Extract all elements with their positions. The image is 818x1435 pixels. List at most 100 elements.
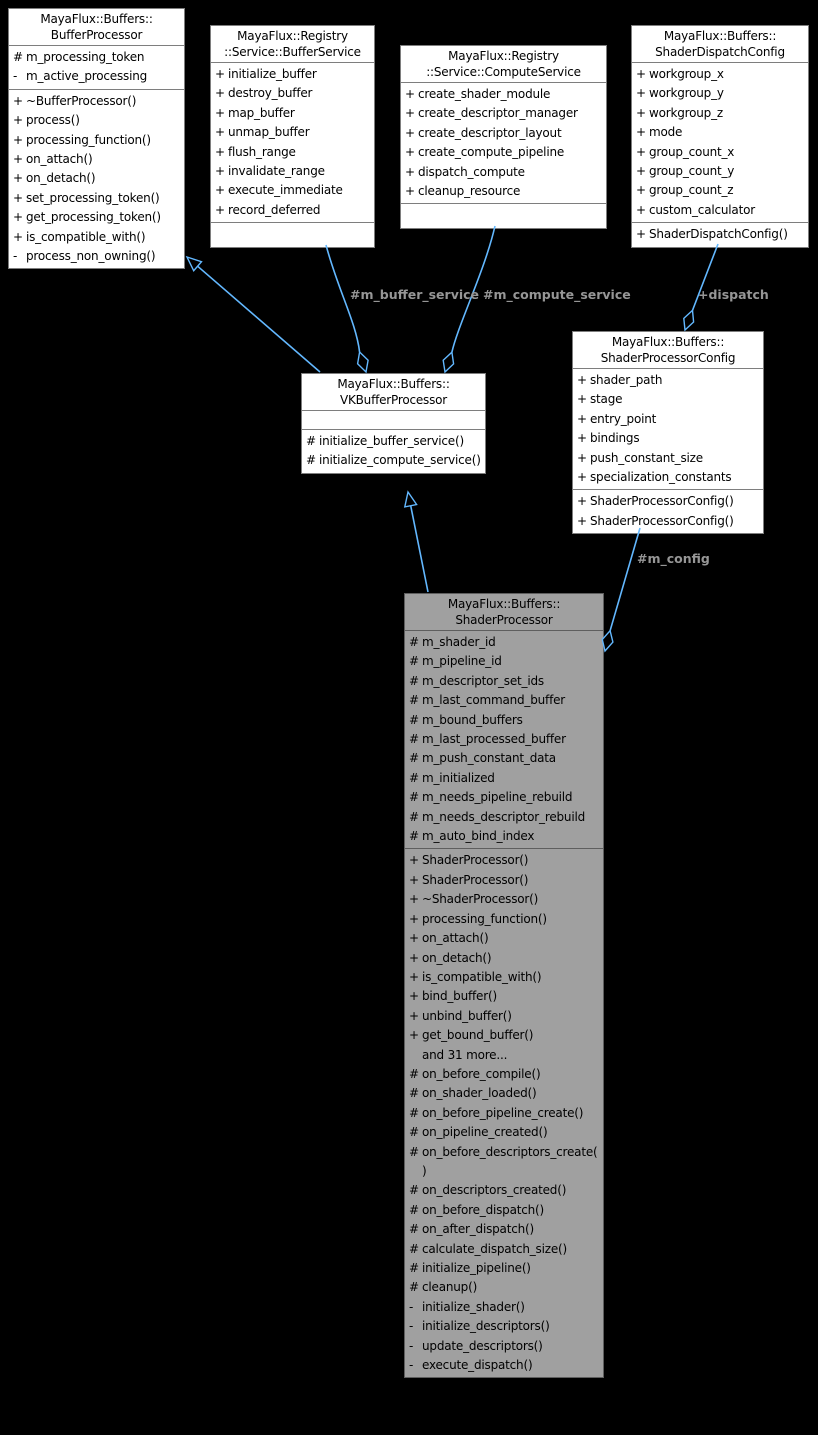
member-row: +is_compatible_with() <box>13 229 146 244</box>
hollow-triangle-arrowhead <box>185 255 203 272</box>
class-title-line: MayaFlux::Buffers:: <box>611 335 725 349</box>
member-row: +execute_immediate <box>215 183 343 198</box>
class-box-vkbufferprocessor[interactable]: MayaFlux::Buffers:: VKBufferProcessor #i… <box>301 373 486 474</box>
member-row: +unbind_buffer() <box>409 1008 512 1023</box>
member-row: +group_count_z <box>636 183 734 198</box>
hollow-diamond-arrowhead <box>356 350 369 374</box>
member-row: -initialize_shader() <box>409 1299 525 1314</box>
member-row: #m_last_processed_buffer <box>409 732 566 747</box>
member-row: #m_pipeline_id <box>409 654 502 669</box>
class-title: MayaFlux::Buffers:: BufferProcessor <box>9 9 184 45</box>
hollow-triangle-arrowhead <box>403 490 418 508</box>
member-row: +record_deferred <box>215 202 321 217</box>
member-row: +processing_function() <box>13 132 151 147</box>
class-title-line: MayaFlux::Buffers:: <box>447 597 561 611</box>
member-row: +get_bound_buffer() <box>409 1028 534 1043</box>
class-box-bufferprocessor[interactable]: MayaFlux::Buffers:: BufferProcessor #m_p… <box>8 8 185 270</box>
member-row: +specialization_constants <box>577 470 732 485</box>
member-row: #on_descriptors_created() <box>409 1183 567 1198</box>
member-row: +workgroup_x <box>636 67 724 81</box>
member-row: +stage <box>577 392 623 407</box>
methods-section: +ShaderProcessorConfig()+ShaderProcessor… <box>573 489 763 533</box>
member-row: +~ShaderProcessor() <box>409 892 539 907</box>
member-row: #on_before_descriptors_create() <box>409 1144 598 1178</box>
edge-label-m-compute-service: #m_compute_service <box>483 287 631 302</box>
member-row: #on_before_pipeline_create() <box>409 1105 584 1120</box>
class-title-line: MayaFlux::Buffers:: <box>663 29 777 43</box>
class-box-computeservice[interactable]: MayaFlux::Registry ::Service::ComputeSer… <box>400 45 607 230</box>
member-row: +ShaderProcessor() <box>409 853 529 868</box>
methods-section-empty <box>211 222 374 247</box>
member-row: #on_before_dispatch() <box>409 1202 545 1217</box>
member-row: -m_active_processing <box>13 69 148 84</box>
member-row: #m_last_command_buffer <box>409 693 566 708</box>
member-row: #m_auto_bind_index <box>409 829 535 844</box>
inheritance-edge-vkbufferprocessor-to-bufferprocessor <box>185 255 321 373</box>
attributes-section: +initialize_buffer +destroy_buffer +map_bu… <box>211 62 374 222</box>
class-title: MayaFlux::Buffers:: ShaderProcessorConfi… <box>573 332 763 368</box>
member-row: +is_compatible_with() <box>409 969 542 984</box>
member-row: +on_detach() <box>409 950 492 965</box>
class-box-shaderdispatchconfig[interactable]: MayaFlux::Buffers:: ShaderDispatchConfig… <box>631 25 809 248</box>
edge-label-m-config: #m_config <box>637 551 710 566</box>
member-row: +map_buffer <box>215 105 295 120</box>
member-row: +on_detach() <box>13 171 96 186</box>
methods-section: +~BufferProcessor()+process()+processing… <box>9 88 184 269</box>
member-row: +on_attach() <box>409 931 489 946</box>
methods-section: +ShaderDispatchConfig() <box>632 222 808 246</box>
methods-section-empty <box>401 203 606 228</box>
member-row: #m_push_constant_data <box>409 751 556 766</box>
member-row: +unmap_buffer <box>215 125 310 140</box>
member-row: +mode <box>636 125 683 140</box>
member-row: #cleanup() <box>409 1280 478 1295</box>
class-box-bufferservice[interactable]: MayaFlux::Registry ::Service::BufferServ… <box>210 25 375 249</box>
member-row: +create_descriptor_manager <box>405 106 578 121</box>
member-row: +custom_calculator <box>636 202 755 217</box>
member-row: #initialize_compute_service() <box>306 453 481 468</box>
class-title-line: ::Service::BufferService <box>224 44 361 59</box>
member-row: +ShaderProcessor() <box>409 872 529 887</box>
member-row: #initialize_pipeline() <box>409 1261 531 1275</box>
class-title-line: VKBufferProcessor <box>339 392 448 407</box>
member-row: +on_attach() <box>13 152 93 167</box>
attributes-section-empty <box>302 410 485 429</box>
member-row: #m_needs_descriptor_rebuild <box>409 809 586 824</box>
class-title-line: MayaFlux::Buffers:: <box>337 377 450 391</box>
member-row: +cleanup_resource <box>405 184 521 199</box>
hollow-diamond-arrowhead <box>442 350 455 374</box>
member-row: +workgroup_y <box>636 86 724 101</box>
attributes-section: #m_processing_token -m_active_processing <box>9 45 184 89</box>
class-box-shaderprocessor[interactable]: MayaFlux::Buffers:: ShaderProcessor #m_s… <box>404 593 604 1379</box>
class-title: MayaFlux::Buffers:: ShaderDispatchConfig <box>632 26 808 62</box>
member-row: +destroy_buffer <box>215 86 313 101</box>
aggregation-edge-bufferservice-to-vkbufferprocessor <box>325 244 369 374</box>
class-title: MayaFlux::Registry ::Service::BufferServ… <box>211 26 374 62</box>
attributes-section: +shader_path+stage+entry_point+bindings+… <box>573 368 763 489</box>
class-title-line: MayaFlux::Registry <box>237 29 348 43</box>
member-row: +entry_point <box>577 411 657 426</box>
member-row: +ShaderDispatchConfig() <box>636 227 788 242</box>
member-row: +group_count_y <box>636 164 735 179</box>
member-row: +bind_buffer() <box>409 989 497 1004</box>
member-row: +initialize_buffer <box>215 67 317 81</box>
member-row: +processing_function() <box>409 911 547 926</box>
member-row: and 31 more... <box>422 1047 508 1062</box>
member-row: #on_before_compile() <box>409 1066 541 1081</box>
aggregation-edge-shaderprocessorconfig-to-shaderprocessor <box>601 527 641 653</box>
member-row: #on_after_dispatch() <box>409 1222 534 1237</box>
methods-section: #initialize_buffer_service() #initialize_… <box>302 429 485 473</box>
member-row: #initialize_buffer_service() <box>306 434 464 448</box>
attributes-section: +workgroup_x+workgroup_y+workgroup_z+mod… <box>632 62 808 222</box>
class-title-line: ShaderProcessor <box>455 612 553 627</box>
member-row: #m_needs_pipeline_rebuild <box>409 790 573 805</box>
class-title: MayaFlux::Buffers:: VKBufferProcessor <box>302 374 485 410</box>
member-row: #m_descriptor_set_ids <box>409 673 544 688</box>
class-title-line: BufferProcessor <box>50 27 143 42</box>
member-row: +~BufferProcessor() <box>13 93 137 108</box>
class-title-line: ::Service::ComputeService <box>426 64 581 79</box>
member-row: #m_processing_token <box>13 50 145 64</box>
member-row: +bindings <box>577 431 640 446</box>
member-row: +create_shader_module <box>405 87 551 101</box>
class-box-shaderprocessorconfig[interactable]: MayaFlux::Buffers:: ShaderProcessorConfi… <box>572 331 764 535</box>
